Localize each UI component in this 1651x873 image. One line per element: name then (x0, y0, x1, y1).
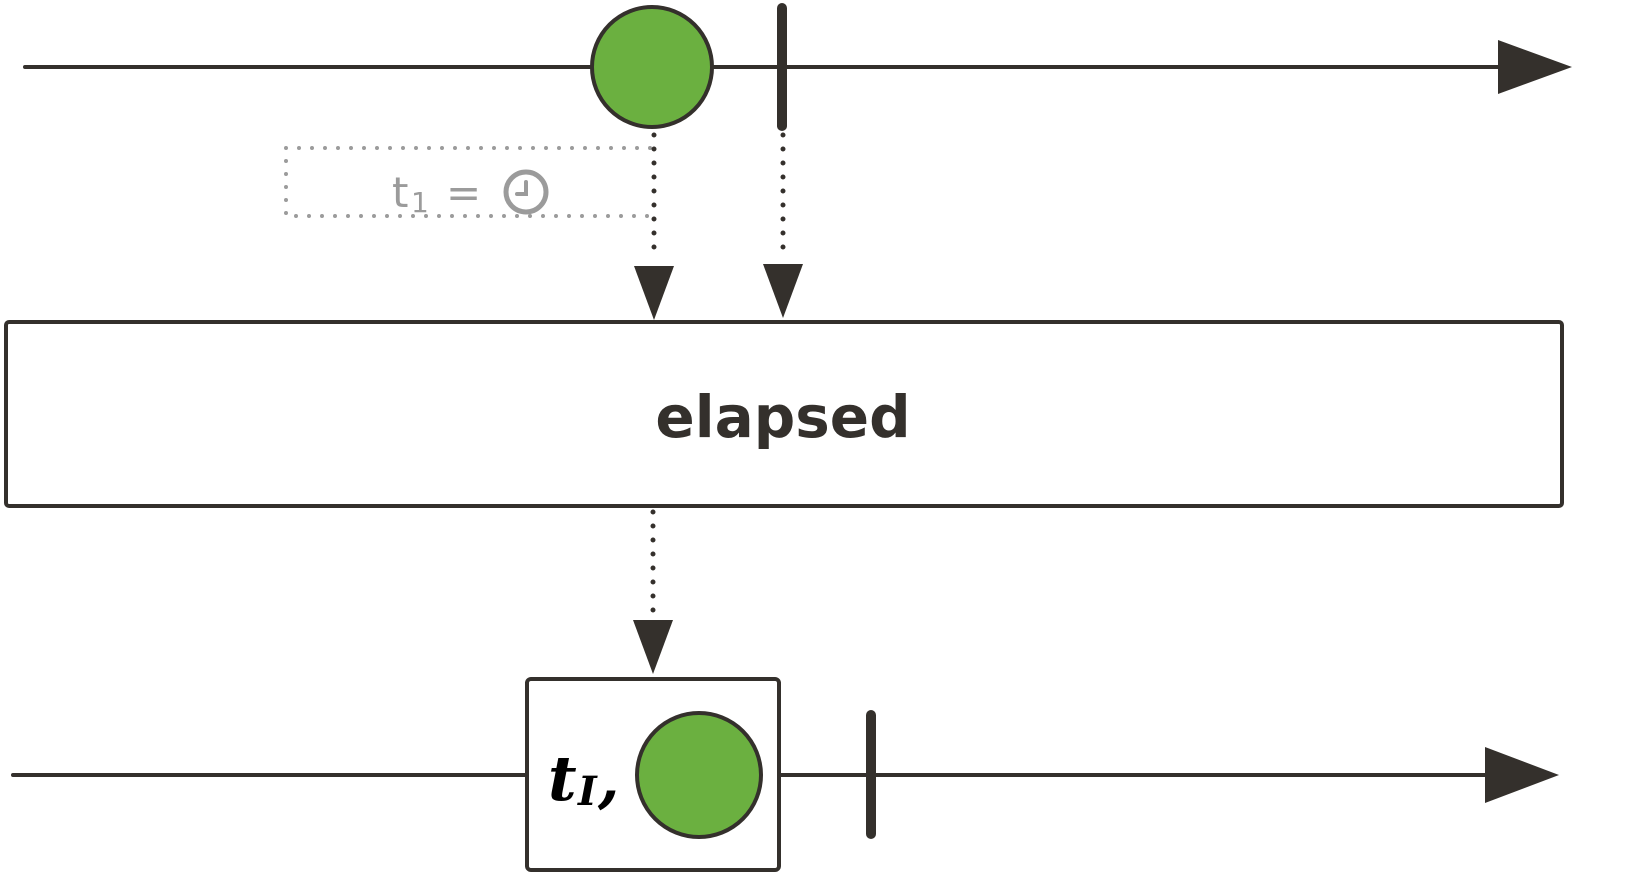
marble-input-arrowhead (634, 266, 674, 320)
timestamp-annotation: t 1 = (284, 146, 654, 219)
annotation-dashed-border (284, 146, 654, 218)
input-arrows (634, 132, 803, 320)
result-item-variable: t (548, 742, 577, 815)
completion-input-arrowhead (763, 264, 803, 318)
result-marble (635, 711, 763, 839)
result-timeline: t I , (11, 677, 1559, 872)
operator-box: elapsed (4, 320, 1564, 508)
result-item: t I , (525, 677, 781, 872)
result-item-subscript: I (577, 768, 598, 815)
source-marble (590, 5, 714, 129)
result-item-separator: , (597, 742, 620, 815)
annotation-subscript: 1 (411, 186, 429, 219)
output-arrow (633, 509, 673, 674)
operator-box-border (4, 320, 1564, 508)
operator-label: elapsed (655, 383, 910, 451)
source-timeline-arrowhead (1498, 40, 1572, 94)
annotation-variable: t (392, 168, 408, 217)
source-timeline (23, 3, 1572, 131)
annotation-equals: = (446, 168, 481, 217)
output-arrowhead (633, 620, 673, 674)
clock-icon (503, 169, 549, 215)
result-timeline-arrowhead (1485, 747, 1559, 803)
